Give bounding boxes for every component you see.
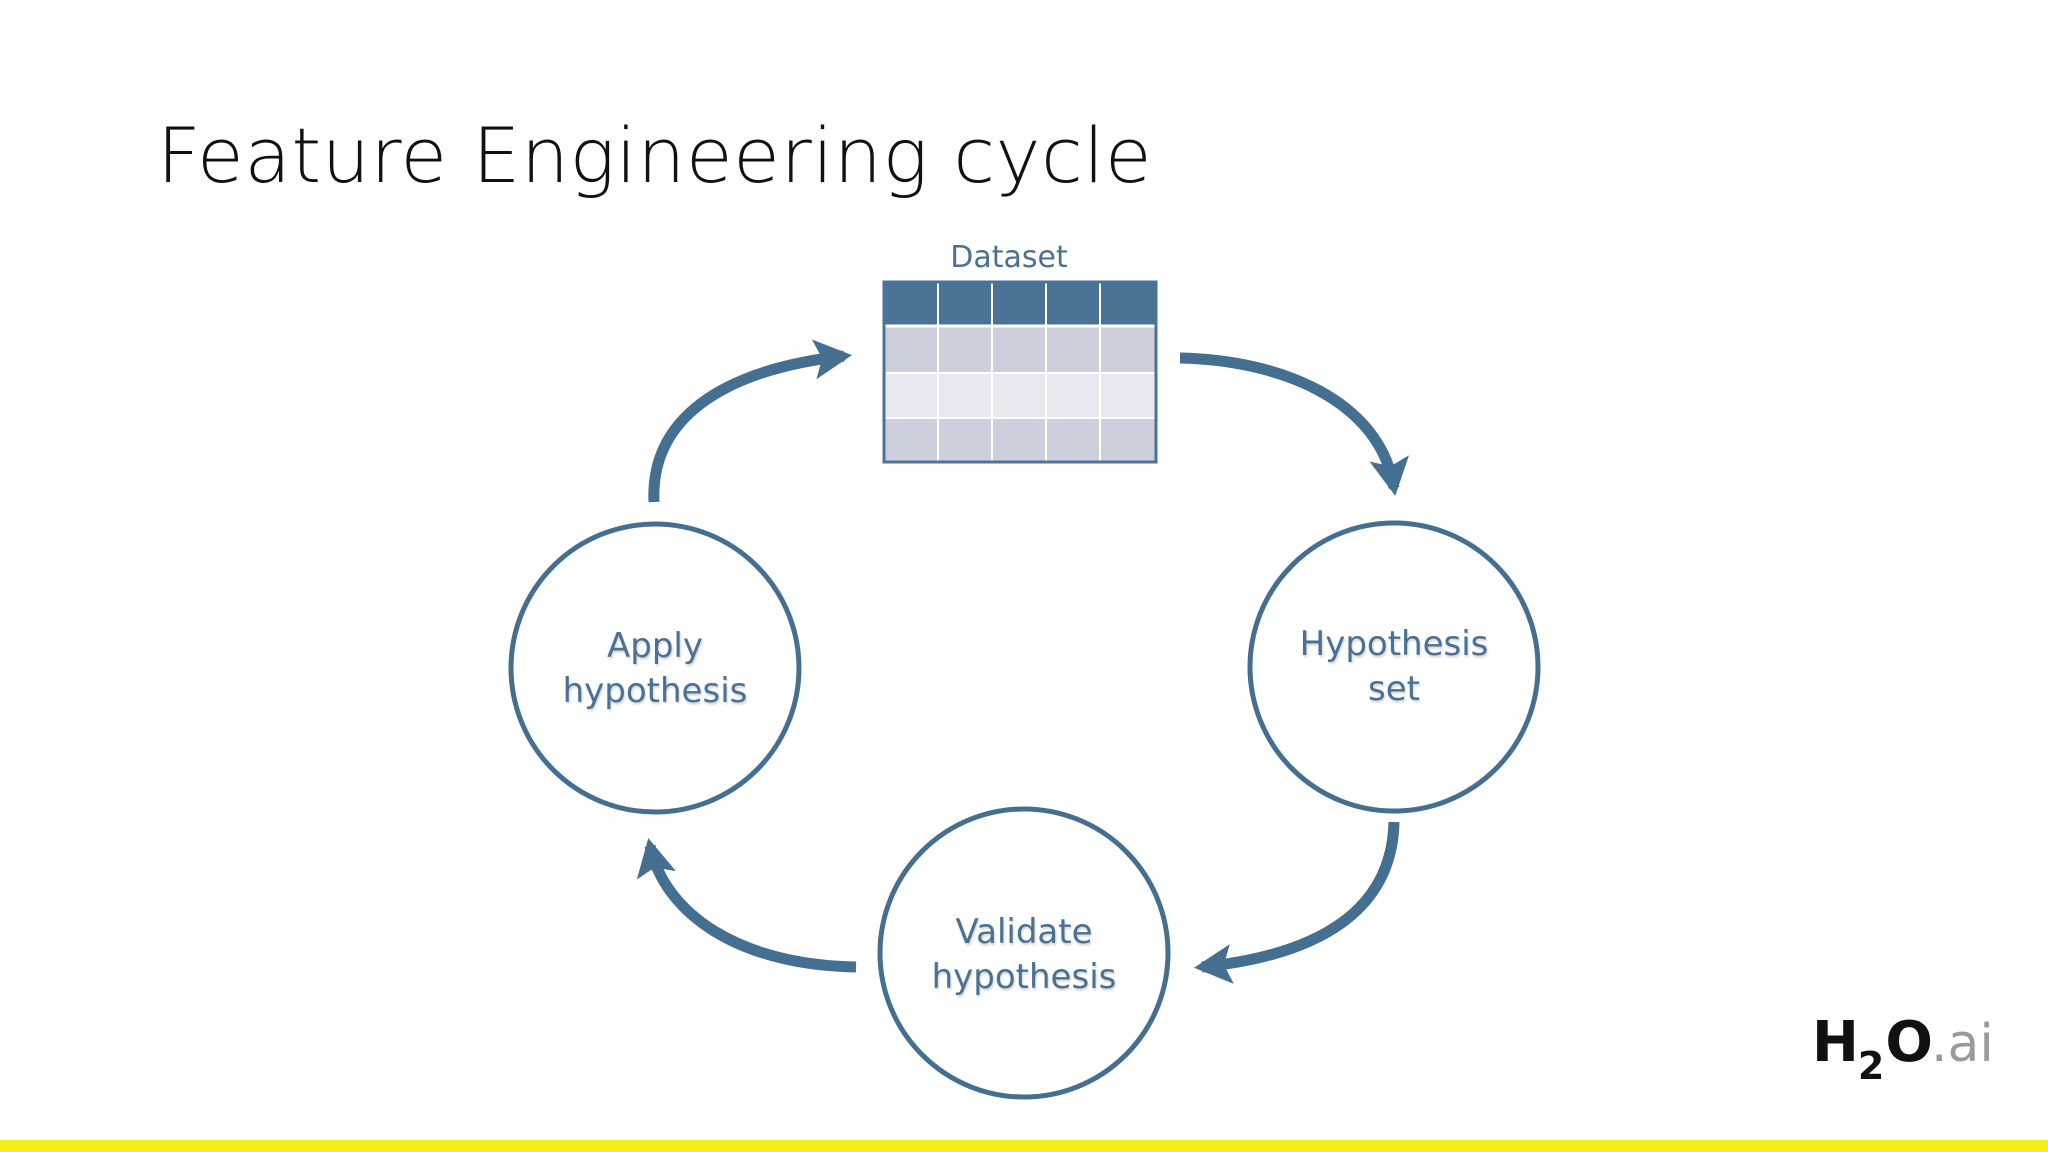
node-circle-hypothesis-set: [1247, 520, 1541, 814]
node-label-line: hypothesis: [931, 957, 1117, 997]
logo-text-ai: .ai: [1930, 1014, 1994, 1074]
node-label-line: set: [1368, 669, 1420, 709]
arrow-hypothesis-set-to-validate: [1194, 821, 1400, 984]
footer-accent-bar: [0, 1140, 2048, 1152]
table-row: [884, 373, 1156, 418]
node-label-line: Validate: [955, 912, 1093, 952]
logo-text-subscript: 2: [1857, 1044, 1885, 1088]
table-border: [882, 280, 1158, 464]
node-label-hypothesis-set: Hypothesis set: [1254, 622, 1534, 712]
arrow-validate-to-apply: [636, 838, 857, 973]
slide-title: Feature Engineering cycle: [157, 111, 1153, 200]
arrow-apply-to-dataset: [648, 339, 852, 503]
table-header-row: [884, 282, 1156, 325]
logo-text-o: O: [1885, 1010, 1933, 1075]
node-circle-validate-hypothesis: [877, 806, 1171, 1100]
h2o-ai-logo: H2O.ai: [1812, 1010, 1994, 1090]
node-label-line: Apply: [607, 626, 703, 666]
node-label-validate-hypothesis: Validate hypothesis: [884, 910, 1164, 1000]
dataset-label: Dataset: [950, 240, 1068, 275]
node-label-line: hypothesis: [562, 671, 748, 711]
table-row: [884, 418, 1156, 462]
logo-text-h: H: [1812, 1010, 1859, 1075]
node-circle-apply-hypothesis: [508, 521, 802, 815]
dataset-table: [882, 280, 1158, 464]
node-label-line: Hypothesis: [1299, 624, 1489, 664]
table-row: [884, 327, 1156, 373]
arrow-dataset-to-hypothesis-set: [1179, 352, 1410, 496]
node-label-apply-hypothesis: Apply hypothesis: [515, 624, 795, 714]
